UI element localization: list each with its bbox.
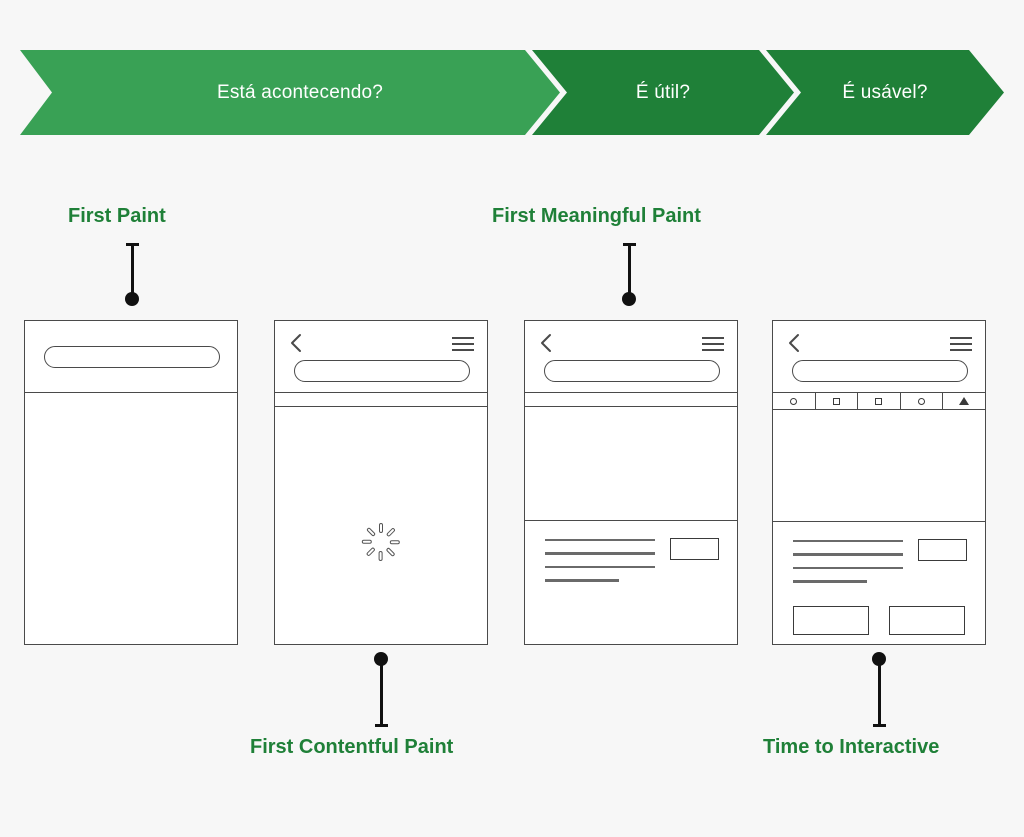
label-first-meaningful-paint: First Meaningful Paint (492, 205, 701, 227)
pointer-first-meaningful-paint (621, 243, 637, 306)
loading-progress-strip (525, 393, 737, 407)
label-first-paint: First Paint (68, 205, 166, 227)
hamburger-menu-icon[interactable] (950, 337, 972, 351)
text-placeholder-lines (793, 540, 903, 594)
page-viewport (773, 410, 985, 521)
content-block (525, 520, 737, 644)
card-placeholder[interactable] (793, 606, 869, 635)
label-first-contentful-paint: First Contentful Paint (250, 736, 454, 758)
pointer-dot (622, 292, 636, 306)
loading-spinner-icon (361, 522, 401, 562)
pointer-stem (878, 655, 881, 727)
pointer-stem (131, 243, 134, 303)
funnel-banner: Está acontecendo? É útil? É usável? (20, 50, 1004, 135)
text-line (793, 540, 903, 543)
banner-segment-label: É útil? (635, 81, 691, 103)
address-bar-field[interactable] (792, 360, 968, 382)
pointer-first-paint (124, 243, 140, 306)
card-row (793, 606, 965, 635)
pointer-cap (375, 724, 388, 727)
address-bar-field[interactable] (294, 360, 470, 382)
text-line (793, 580, 867, 583)
toolbar-item-5[interactable] (943, 393, 985, 409)
hamburger-menu-icon[interactable] (452, 337, 474, 351)
back-chevron-icon[interactable] (787, 333, 800, 353)
text-placeholder-lines (545, 539, 655, 593)
text-line (545, 552, 655, 555)
loading-progress-strip (275, 393, 487, 407)
content-block (773, 521, 985, 644)
address-bar-field[interactable] (44, 346, 220, 368)
phone-mockup-first-contentful-paint (274, 320, 488, 645)
thumbnail-placeholder (918, 539, 967, 561)
page-viewport (525, 407, 737, 520)
square-icon (832, 397, 840, 405)
toolbar-item-3[interactable] (858, 393, 901, 409)
phone-mockup-first-meaningful-paint (524, 320, 738, 645)
toolbar-item-2[interactable] (816, 393, 859, 409)
pointer-time-to-interactive (871, 652, 887, 727)
text-line (545, 565, 655, 569)
phone-mockup-first-paint (24, 320, 238, 645)
back-chevron-icon[interactable] (289, 333, 302, 353)
toolbar-item-1[interactable] (773, 393, 816, 409)
pointer-first-contentful-paint (373, 652, 389, 727)
text-line (793, 553, 903, 556)
text-line (793, 566, 903, 570)
icon-toolbar (773, 393, 985, 410)
browser-chrome (773, 321, 985, 393)
browser-chrome (275, 321, 487, 393)
browser-chrome (25, 321, 237, 393)
hamburger-menu-icon[interactable] (702, 337, 724, 351)
text-line (545, 539, 655, 542)
banner-segment-is-it-useful[interactable]: É útil? (532, 50, 794, 135)
pointer-stem (380, 655, 383, 727)
label-time-to-interactive: Time to Interactive (763, 736, 940, 758)
text-line (545, 579, 619, 582)
pointer-stem (628, 243, 631, 303)
pointer-dot (125, 292, 139, 306)
banner-segment-is-it-usable[interactable]: É usável? (766, 50, 1004, 135)
triangle-icon (959, 397, 970, 405)
square-icon (875, 397, 883, 405)
phone-mockup-time-to-interactive (772, 320, 986, 645)
back-chevron-icon[interactable] (539, 333, 552, 353)
circle-icon (918, 397, 926, 405)
banner-segment-label: É usável? (842, 81, 928, 103)
toolbar-item-4[interactable] (901, 393, 944, 409)
banner-segment-is-it-happening[interactable]: Está acontecendo? (20, 50, 560, 135)
browser-chrome (525, 321, 737, 393)
banner-segment-label: Está acontecendo? (216, 81, 384, 103)
thumbnail-placeholder (670, 538, 719, 560)
circle-icon (790, 397, 798, 405)
address-bar-field[interactable] (544, 360, 720, 382)
card-placeholder[interactable] (889, 606, 965, 635)
pointer-cap (873, 724, 886, 727)
